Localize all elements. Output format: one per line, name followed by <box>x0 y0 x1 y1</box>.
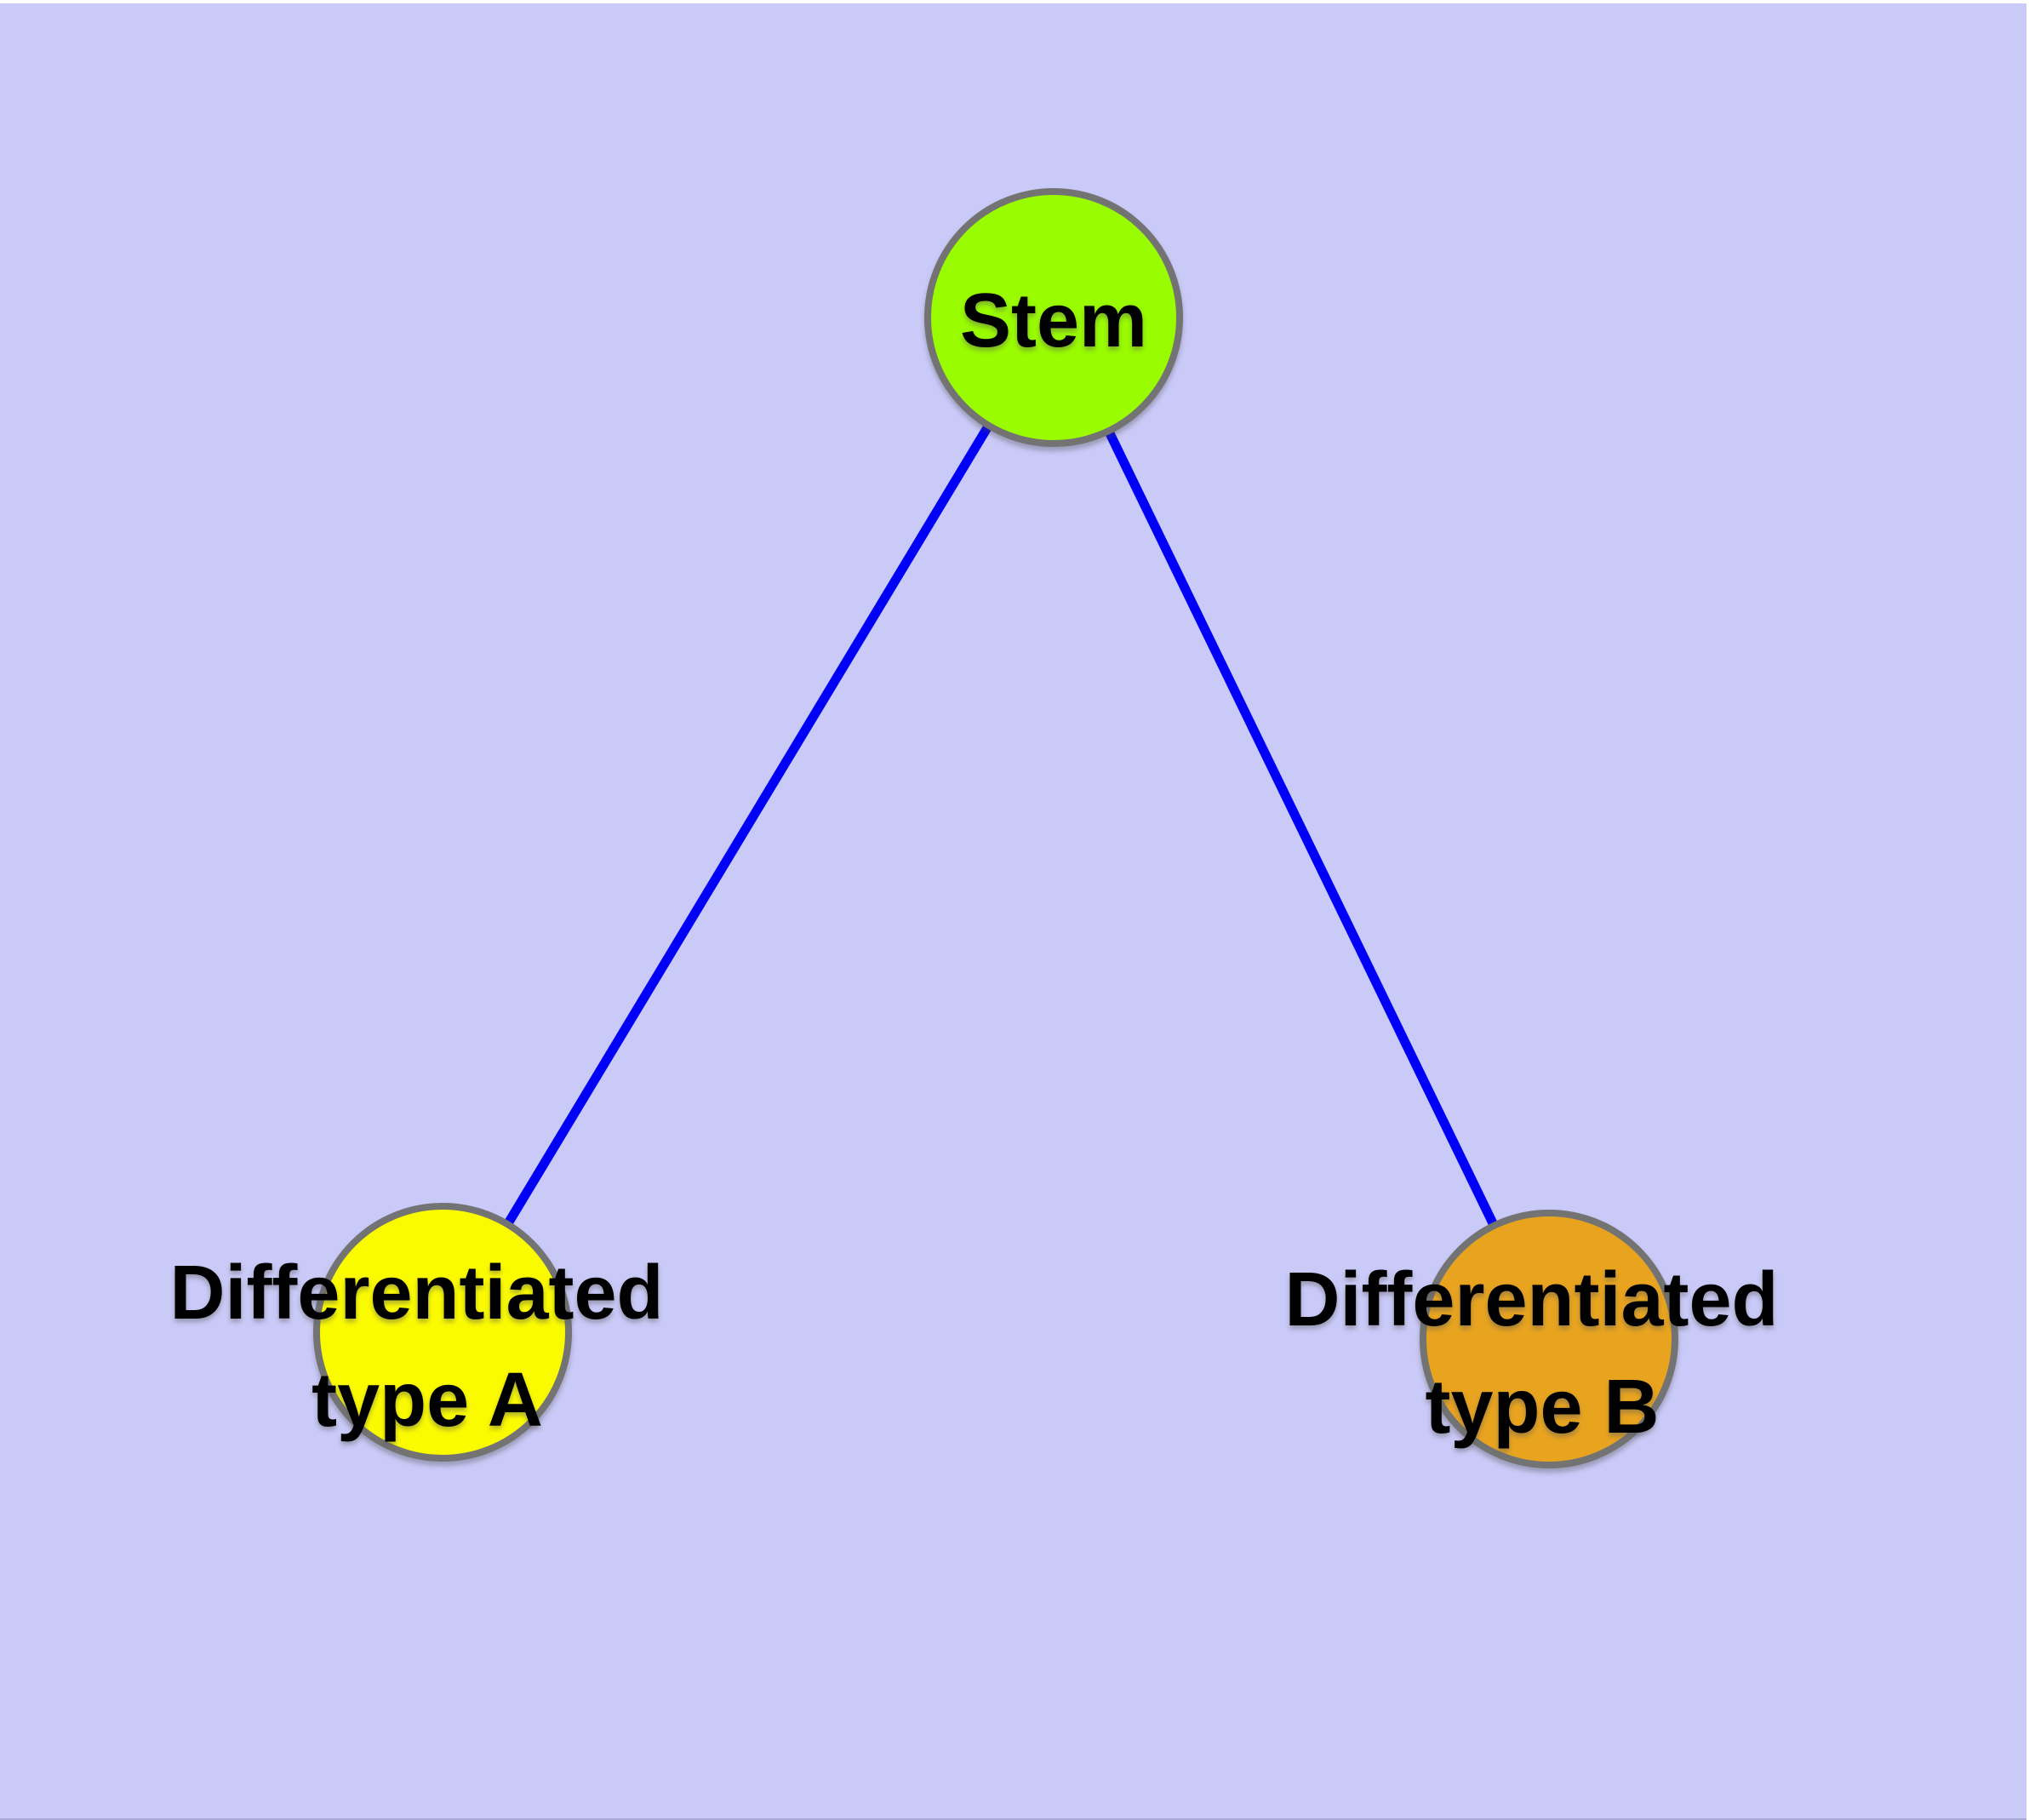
node-differentiated-type-a-label-line1: Differentiated <box>169 1251 663 1336</box>
node-differentiated-type-a-label-line2: type A <box>311 1358 543 1443</box>
node-differentiated-type-b[interactable]: Differentiated type B <box>1284 1210 1799 1468</box>
node-differentiated-type-b-circle[interactable] <box>1420 1210 1678 1468</box>
edge-stem-to-type-b[interactable] <box>1049 315 1553 1342</box>
node-differentiated-type-b-label: Differentiated type B <box>1284 1257 1799 1450</box>
node-differentiated-type-a-label: Differentiated type A <box>169 1251 684 1443</box>
edge-stem-to-type-a[interactable] <box>438 315 1058 1335</box>
canvas-bottom-edge <box>0 1818 2026 1820</box>
node-differentiated-type-a[interactable]: Differentiated type A <box>169 1203 684 1462</box>
node-stem[interactable]: Stem <box>924 188 1183 447</box>
node-differentiated-type-a-circle[interactable] <box>313 1203 572 1462</box>
node-stem-circle[interactable] <box>924 188 1183 447</box>
node-stem-label: Stem <box>960 278 1147 363</box>
node-differentiated-type-b-label-line1: Differentiated <box>1284 1257 1778 1342</box>
node-differentiated-type-b-label-line2: type B <box>1425 1365 1659 1450</box>
